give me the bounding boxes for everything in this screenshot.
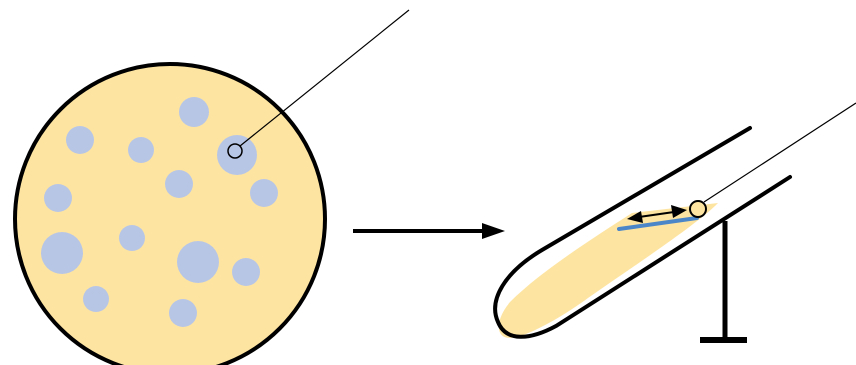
inoculating-needle-2 xyxy=(704,103,856,202)
colony-12 xyxy=(169,299,197,327)
process-arrow-head xyxy=(482,223,505,239)
colony-3 xyxy=(128,137,154,163)
colony-1 xyxy=(179,97,209,127)
process-arrow xyxy=(353,223,505,239)
t-stand xyxy=(700,221,747,340)
colony-4 xyxy=(165,170,193,198)
needle-tip-loop xyxy=(690,201,706,217)
slant-tube xyxy=(495,103,856,340)
colony-5 xyxy=(250,179,278,207)
colony-7 xyxy=(119,225,145,251)
colony-2 xyxy=(66,126,94,154)
agar-slant xyxy=(499,203,718,338)
petri-dish xyxy=(15,10,409,365)
colony-9 xyxy=(177,241,219,283)
colony-6 xyxy=(44,184,72,212)
target-colony xyxy=(217,135,257,175)
colony-8 xyxy=(41,232,83,274)
colony-11 xyxy=(83,286,109,312)
colony-10 xyxy=(232,258,260,286)
petri-dish-plate xyxy=(15,64,325,365)
inoculating-needle-1 xyxy=(240,10,409,146)
